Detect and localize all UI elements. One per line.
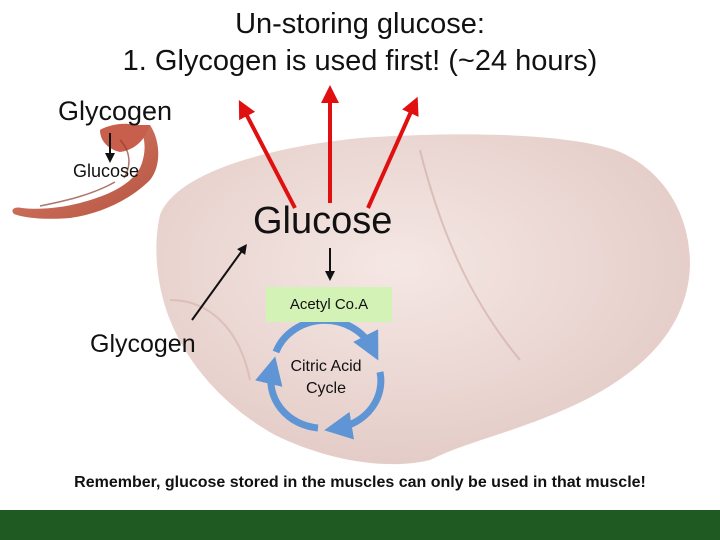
label-glycogen-liver: Glycogen	[90, 330, 196, 358]
acetyl-coa-box: Acetyl Co.A	[266, 287, 392, 322]
liver-fold-left	[169, 299, 251, 381]
red-arrow-right	[366, 96, 419, 209]
citric-acid-cycle-label: Citric Acid Cycle	[272, 356, 380, 400]
slide-title: Un-storing glucose: 1. Glycogen is used …	[0, 6, 720, 80]
label-glucose-main: Glucose	[253, 200, 393, 242]
footer-bar	[0, 510, 720, 540]
liver-illustration	[156, 134, 690, 465]
label-glucose-muscle: Glucose	[73, 161, 140, 181]
title-line-2: 1. Glycogen is used first! (~24 hours)	[122, 45, 598, 77]
cycle-label-line-1: Citric Acid	[290, 358, 362, 375]
arm-illustration	[12, 123, 159, 219]
cycle-label-line-2: Cycle	[305, 380, 346, 397]
arrow-glycogen-to-glucose-liver	[191, 243, 247, 321]
title-line-1: Un-storing glucose:	[235, 8, 485, 40]
footer-note: Remember, glucose stored in the muscles …	[74, 474, 646, 491]
label-glycogen-muscle: Glycogen	[58, 96, 173, 126]
liver-fold	[419, 149, 521, 361]
red-arrow-left	[238, 100, 297, 209]
